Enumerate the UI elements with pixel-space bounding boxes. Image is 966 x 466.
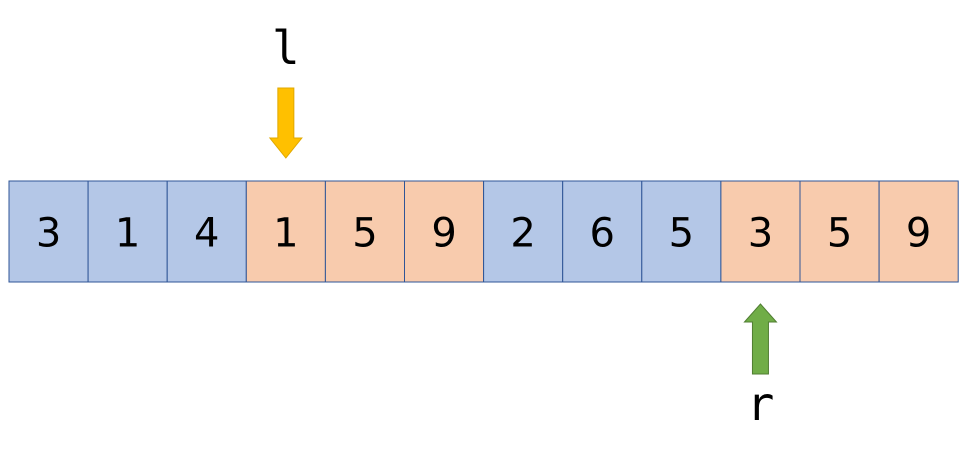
array-cell-box <box>562 180 643 283</box>
array-cell-box <box>87 180 168 283</box>
array-cell-value: 9 <box>431 211 456 257</box>
array-cell: 1 <box>245 180 326 283</box>
right-pointer: r <box>743 303 778 431</box>
array-cell-value: 2 <box>510 211 535 257</box>
array-cell-box <box>641 180 722 283</box>
array-cell: 5 <box>799 180 880 283</box>
array-cell: 6 <box>562 180 643 283</box>
array-cells: 3 1 4 1 5 9 2 6 5 3 5 9 <box>8 180 959 283</box>
array-cell: 2 <box>483 180 564 283</box>
down-arrow-icon <box>268 87 303 159</box>
array-cell-value: 5 <box>352 211 377 257</box>
right-pointer-label: r <box>747 377 775 431</box>
array-cell: 4 <box>166 180 247 283</box>
array-cell-value: 3 <box>748 211 773 257</box>
array-cell-box <box>166 180 247 283</box>
left-pointer: l <box>268 21 303 159</box>
array-cell: 9 <box>404 180 485 283</box>
array-cell-value: 4 <box>194 211 219 257</box>
array-cell-value: 5 <box>669 211 694 257</box>
array-cell: 9 <box>878 180 959 283</box>
array-cell-value: 3 <box>36 211 61 257</box>
array-cell-box <box>8 180 89 283</box>
array-cell-value: 1 <box>273 211 298 257</box>
array-cell-value: 9 <box>906 211 931 257</box>
array-cell-box <box>324 180 405 283</box>
array-cell: 3 <box>720 180 801 283</box>
array-cell: 5 <box>324 180 405 283</box>
left-pointer-label: l <box>272 21 300 75</box>
array-cell: 3 <box>8 180 89 283</box>
array-cell-value: 1 <box>115 211 140 257</box>
array-cell-box <box>483 180 564 283</box>
array-cell-value: 5 <box>827 211 852 257</box>
array-cell-box <box>404 180 485 283</box>
array-cell-box <box>720 180 801 283</box>
array-cell: 5 <box>641 180 722 283</box>
up-arrow-icon <box>743 303 778 375</box>
array-cell-value: 6 <box>590 211 615 257</box>
array-cell: 1 <box>87 180 168 283</box>
array-cell-box <box>245 180 326 283</box>
array-cell-box <box>878 180 959 283</box>
